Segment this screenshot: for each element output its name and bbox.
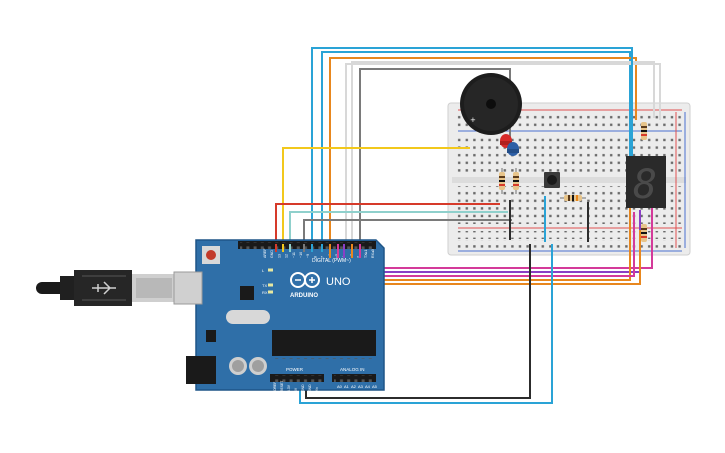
pin-label: RESET [280,381,284,392]
pin-label: TX▸1 [364,250,368,258]
wire-blue-2 [311,47,633,244]
resistor [641,224,647,242]
wire-white-1 [345,63,661,244]
led-label: L [262,268,265,273]
wire-white-2 [351,61,655,244]
wire-red [275,203,500,244]
blue-led [507,142,519,156]
pin-label: A2 [351,384,357,389]
usb-icon [92,281,116,295]
board-led [268,290,273,294]
pin-label: A1 [344,384,350,389]
pin-label: Vin [315,387,319,392]
usb-jack [173,271,203,305]
model-label: UNO [326,276,351,288]
digital-label: DIGITAL (PWM~) [312,258,351,264]
board-led [268,283,273,287]
arduino-uno-board: ARDUINO UNO DIGITAL (PWM~) POWER ANALOG … [173,239,385,392]
pin-label: A4 [365,384,371,389]
pin-label: GND [308,384,312,392]
push-button[interactable] [544,172,560,188]
power-jack [186,356,216,384]
resistor [499,168,505,194]
pin-label: 12 [285,254,289,258]
header-wire-ends [275,244,361,258]
pin-label: ~9 [306,254,310,258]
pin-label: RX◂0 [371,249,375,258]
board-led [268,268,273,272]
pin-label: ~11 [292,252,296,258]
resistor [513,168,519,194]
pin-label: A5 [372,384,378,389]
pin-label: AREF [263,248,267,258]
pin-label: A3 [358,384,364,389]
led-label: TX [262,283,267,288]
usb-cable [36,270,174,306]
power-label: POWER [286,367,304,372]
wire-yellow [282,147,470,244]
wire-blue-bottom [299,244,553,404]
wire-teal [289,211,508,244]
analog-label: ANALOG IN [340,367,365,372]
pin-label: 5V [294,387,298,392]
atmega-chip [272,330,376,356]
svg-text:+: + [470,116,476,124]
pin-label: 3.3V [287,384,291,392]
pin-label: 2 [357,256,361,258]
pin-label: GND [270,250,274,258]
wire-gray [303,219,512,244]
pin-label: A0 [337,384,343,389]
arduino-logo [290,272,320,288]
board-led-labels: L TX RX [262,268,273,295]
seven-segment-display: 8 [626,156,666,208]
piezo-buzzer: + [460,73,522,135]
pin-label: 7 [321,256,325,258]
display-digit: 8 [633,162,657,208]
pin-label: ~10 [299,252,303,258]
resistor [560,195,586,201]
pin-label: GND [301,384,305,392]
resistor [641,122,647,140]
pin-label: 8 [313,256,317,258]
brand-label: ARDUINO [290,293,318,299]
led-label: RX [262,290,268,295]
pin-label: 13 [277,254,281,258]
wire-orange-top [329,57,637,244]
pin-label: IOREF [273,382,277,392]
